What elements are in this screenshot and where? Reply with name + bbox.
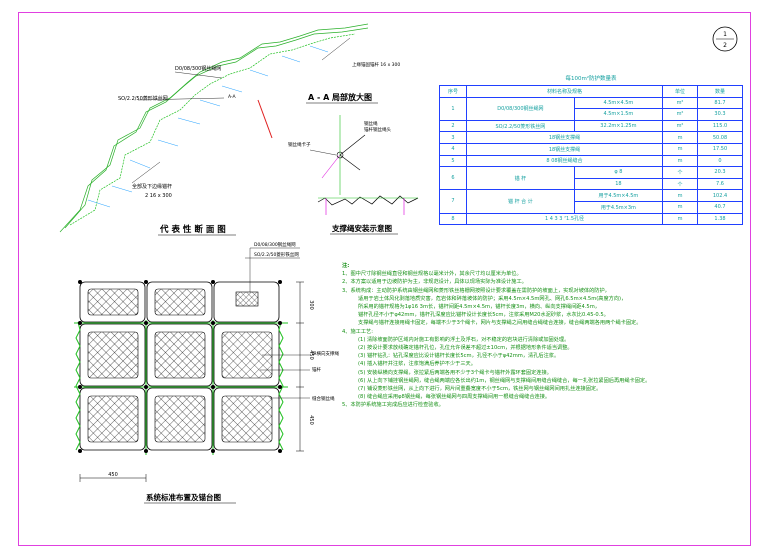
- th-no: 序号: [439, 85, 467, 98]
- note-line: 3、系统构成：主动防护系统由钢丝绳网和菱形铁丝格栅网按照设计要求覆盖在需防护的坡…: [342, 287, 610, 294]
- plan-tag-2: SO/2.2/50菱形铁丝网: [254, 251, 299, 258]
- support-title: 支撑绳安装示意图: [331, 223, 392, 233]
- detail-title: A - A 局部放大图: [308, 92, 372, 102]
- note-line: 1、图中尺寸除钢丝绳直径和钢丝规格以毫米计外，其余尺寸均以厘米为单位。: [342, 271, 522, 278]
- label-top-anchor: 上缘锚固锚杆 16 x 300: [352, 61, 400, 68]
- detail-label-clip: 钢丝绳: [364, 120, 378, 127]
- dim-width: 450: [108, 472, 118, 478]
- th-unit: 单位: [662, 85, 698, 98]
- label-anchor: 全部及下边缘锚杆: [132, 183, 172, 190]
- plan-tag-1: D0/08/300钢丝绳网: [254, 241, 296, 248]
- note-line: 2、本方案以适用于边坡防护为主，非规范设计，具体以现场实际为准设计施工。: [342, 279, 527, 286]
- note-line: (7) 铺设菱形铁丝网，从上向下进行，网片间重叠宽度不小于5cm，铁丝网与钢丝绳…: [358, 386, 602, 393]
- dim-mid: 450: [308, 350, 314, 360]
- note-line: 锚杆孔径不小于φ42mm，锚杆孔深度应比锚杆设计长度长5cm，注浆采用M20水泥…: [358, 312, 609, 319]
- note-line: 支撑绳与锚杆连接用绳卡固定，每端不少于3个绳卡，网片与支撑绳之间用缝合绳缝合连接…: [358, 320, 642, 327]
- label-rhombic: SO/2.2/50菱形铁丝网: [118, 95, 168, 102]
- detail-label-anchor: 锚杆钢丝绳头: [364, 126, 391, 133]
- note-line: (2) 按设计要求放线确定锚杆孔位，孔位允许误差不超过±10cm，并根据地形条件…: [358, 345, 573, 352]
- drawing-frame: [18, 12, 751, 546]
- section-title: 代 表 性 断 面 图: [159, 224, 226, 235]
- label-mesh: D0/08/300钢丝绳网: [175, 65, 221, 72]
- note-line: (1) 清除坡面防护区域内对施工有影响的浮土及浮石，对不稳定的岩块进行清除或加固…: [358, 336, 570, 343]
- dim-top: 300: [308, 300, 314, 310]
- plan-grid: [74, 247, 310, 482]
- table-caption: 每100m²防护数量表: [565, 76, 617, 82]
- support-rope-sketch: [317, 195, 419, 215]
- notes-block: 注: 1、图中尺寸除钢丝绳直径和钢丝规格以毫米计外，其余尺寸均以厘米为单位。 2…: [342, 262, 737, 410]
- page-num: 1: [723, 31, 727, 38]
- note-line: (5) 安装纵横向支撑绳，张拉紧后两端各用不少于3个绳卡与锚杆外露环套固定连接。: [358, 369, 552, 376]
- dim-bottom: 450: [308, 415, 314, 425]
- table-header-row: 序号 材料名称及规格 单位 数量: [439, 85, 743, 98]
- note-line: (6) 从上向下铺挂钢丝绳网，缝合绳两端应各长出约1m，钢丝绳网与支撑绳间用缝合…: [358, 377, 651, 384]
- note-line: (8) 缝合绳应采用φ8钢丝绳，每张钢丝绳网与四周支撑绳间用一根缝合绳缝合连接。: [358, 394, 551, 401]
- detail-label-rope: 钢丝绳卡子: [288, 141, 311, 148]
- plan-label-border: 缝合钢丝绳: [312, 395, 335, 402]
- label-aa: A-A: [228, 94, 237, 100]
- plan-label-lateral: 纵横向支撑绳: [312, 350, 339, 357]
- th-qty: 数量: [697, 85, 743, 98]
- detail-drawing: [309, 115, 366, 195]
- note-line: 适用于岩土体风化剥落地质灾害，危岩体和碎落坡体的防护；采用4.5m×4.5m网孔…: [358, 295, 627, 302]
- plan-label-anchor: 锚杆: [312, 366, 321, 373]
- note-line: (4) 插入锚杆并注浆，注浆饱满后养护不少于三天。: [358, 361, 476, 368]
- th-name: 材料名称及规格: [466, 85, 663, 98]
- sheet-number-badge: 1 2: [712, 26, 738, 52]
- note-line: 所采用的锚杆规格为1φ16 3m长，锚杆间距4.5m×4.5m，锚杆长度3m，横…: [358, 304, 600, 311]
- note-line: 5、本防护系统施工完成后应进行检查验收。: [342, 402, 444, 409]
- label-anchor-spec: 2 16 x 300: [145, 193, 172, 199]
- plan-title: 系统标准布置及锚台图: [146, 492, 221, 502]
- notes-heading: 注:: [342, 263, 350, 269]
- section-drawing: [59, 23, 369, 233]
- note-line: 4、施工工艺:: [342, 328, 373, 335]
- note-line: (3) 锚杆钻孔：钻孔深度应比设计锚杆长度长5cm，孔径不小于φ42mm，清孔后…: [358, 353, 560, 360]
- page-total: 2: [723, 42, 727, 49]
